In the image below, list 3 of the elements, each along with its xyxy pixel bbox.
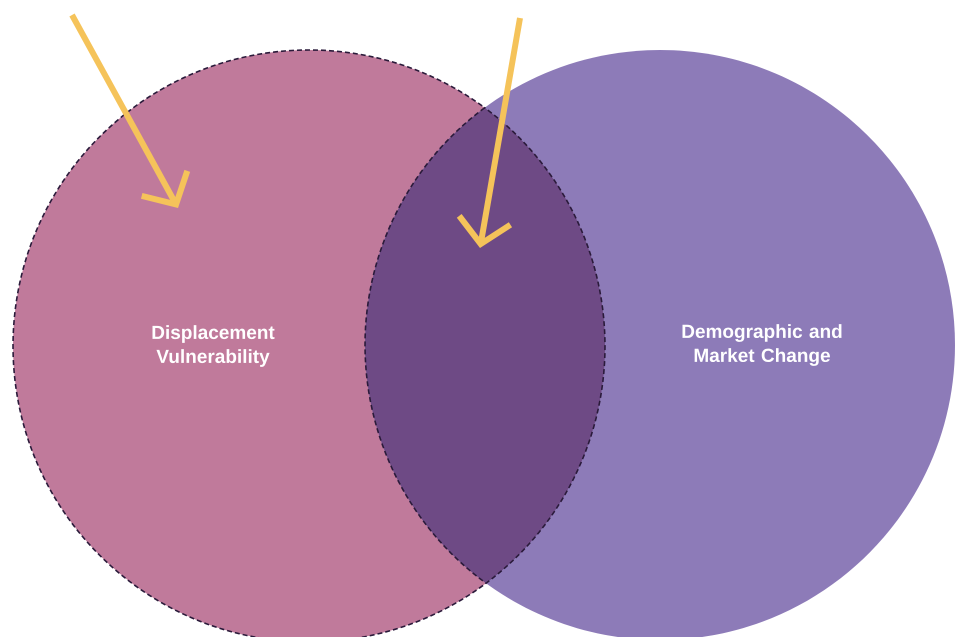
overlap-region (364, 106, 606, 584)
arrow (69, 14, 190, 208)
arrow (456, 17, 523, 248)
